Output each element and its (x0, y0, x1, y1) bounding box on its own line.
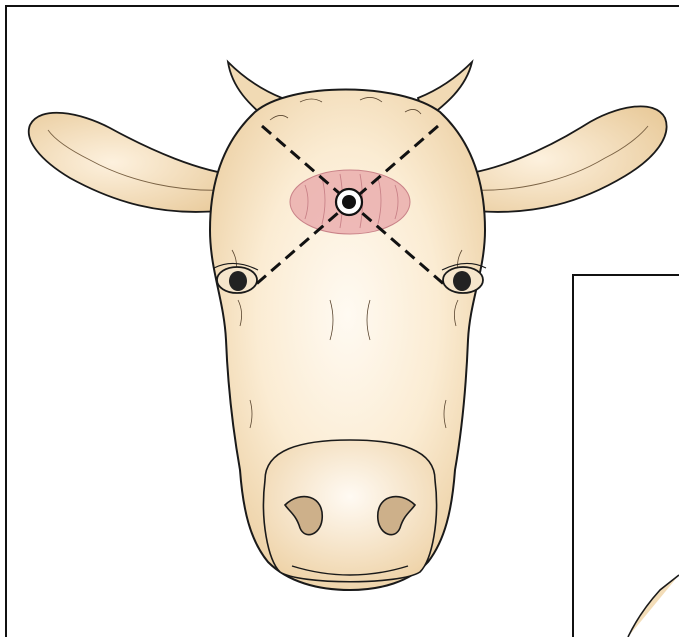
bullseye-icon (336, 189, 362, 215)
inset-frame (573, 275, 679, 637)
